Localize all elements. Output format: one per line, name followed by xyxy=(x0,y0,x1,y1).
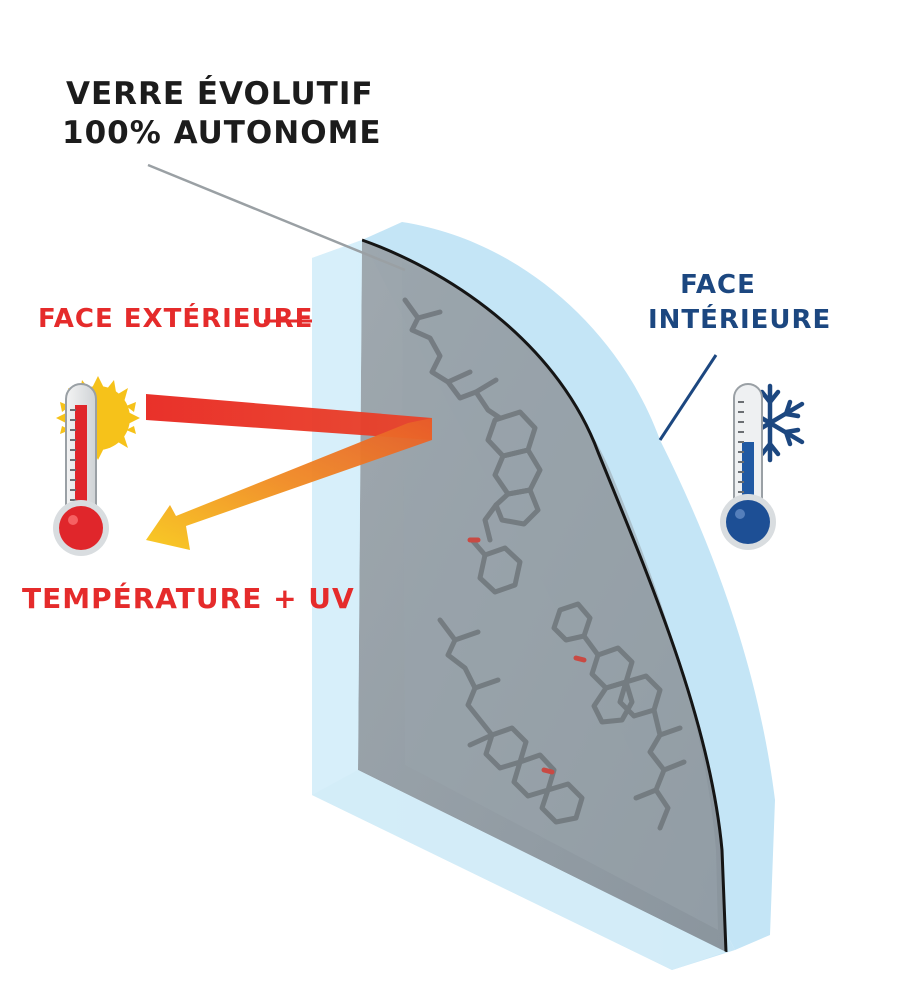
thermometer-hot-icon xyxy=(53,376,140,556)
interior-line-2: INTÉRIEURE xyxy=(648,305,832,336)
title-label: VERRE ÉVOLUTIF 100% AUTONOME xyxy=(62,78,382,149)
molecule-chain-1 xyxy=(402,297,543,595)
title-line-1: VERRE ÉVOLUTIF xyxy=(66,76,374,112)
exterior-label: FACE EXTÉRIEURE xyxy=(38,304,314,334)
temperature-uv-label: TEMPÉRATURE + UV xyxy=(22,582,355,615)
leader-lines xyxy=(147,163,718,441)
glass-bottom-edge xyxy=(312,770,726,970)
interior-label: FACE INTÉRIEURE xyxy=(648,270,832,336)
molecule-chain-2 xyxy=(437,617,585,825)
leader-title xyxy=(147,163,406,272)
interior-line-1: FACE xyxy=(680,270,756,300)
leader-interior xyxy=(658,354,718,441)
glass-front-edge xyxy=(312,240,362,795)
heat-arrows xyxy=(146,394,432,550)
thermometer-cold-icon xyxy=(720,383,805,550)
incoming-heat-arrow xyxy=(146,394,432,440)
molecules xyxy=(402,297,687,831)
title-line-2: 100% AUTONOME xyxy=(62,114,382,151)
molecule-chain-3 xyxy=(551,601,687,831)
glass-edge-line xyxy=(361,238,728,953)
tint-inner-face xyxy=(402,262,718,930)
reflected-heat-arrow xyxy=(146,418,432,550)
